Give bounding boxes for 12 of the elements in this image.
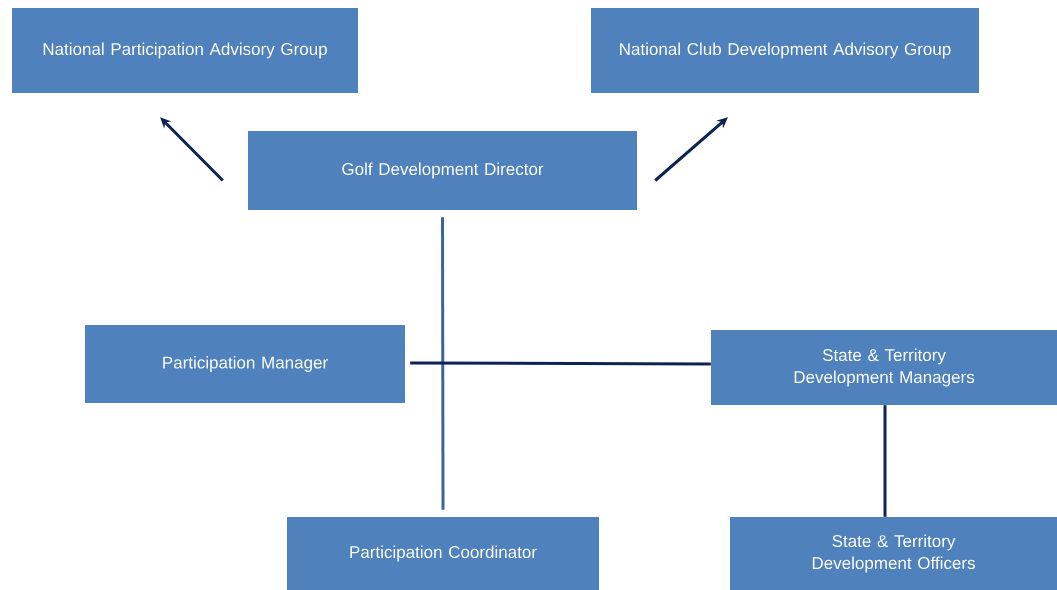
org-box: Participation Coordinator: [287, 517, 599, 590]
org-box: National Participation Advisory Group: [12, 8, 358, 93]
connector: [654, 117, 728, 182]
org-box: Golf Development Director: [248, 131, 637, 210]
org-box: National Club Development Advisory Group: [591, 8, 979, 93]
org-box: Participation Manager: [85, 325, 405, 403]
connector: [160, 117, 224, 182]
connector: [441, 217, 445, 510]
connector: [410, 361, 711, 366]
org-box: State & Territory Development Managers: [711, 330, 1057, 405]
org-box: State & Territory Development Officers: [730, 517, 1057, 590]
connector: [883, 405, 887, 517]
